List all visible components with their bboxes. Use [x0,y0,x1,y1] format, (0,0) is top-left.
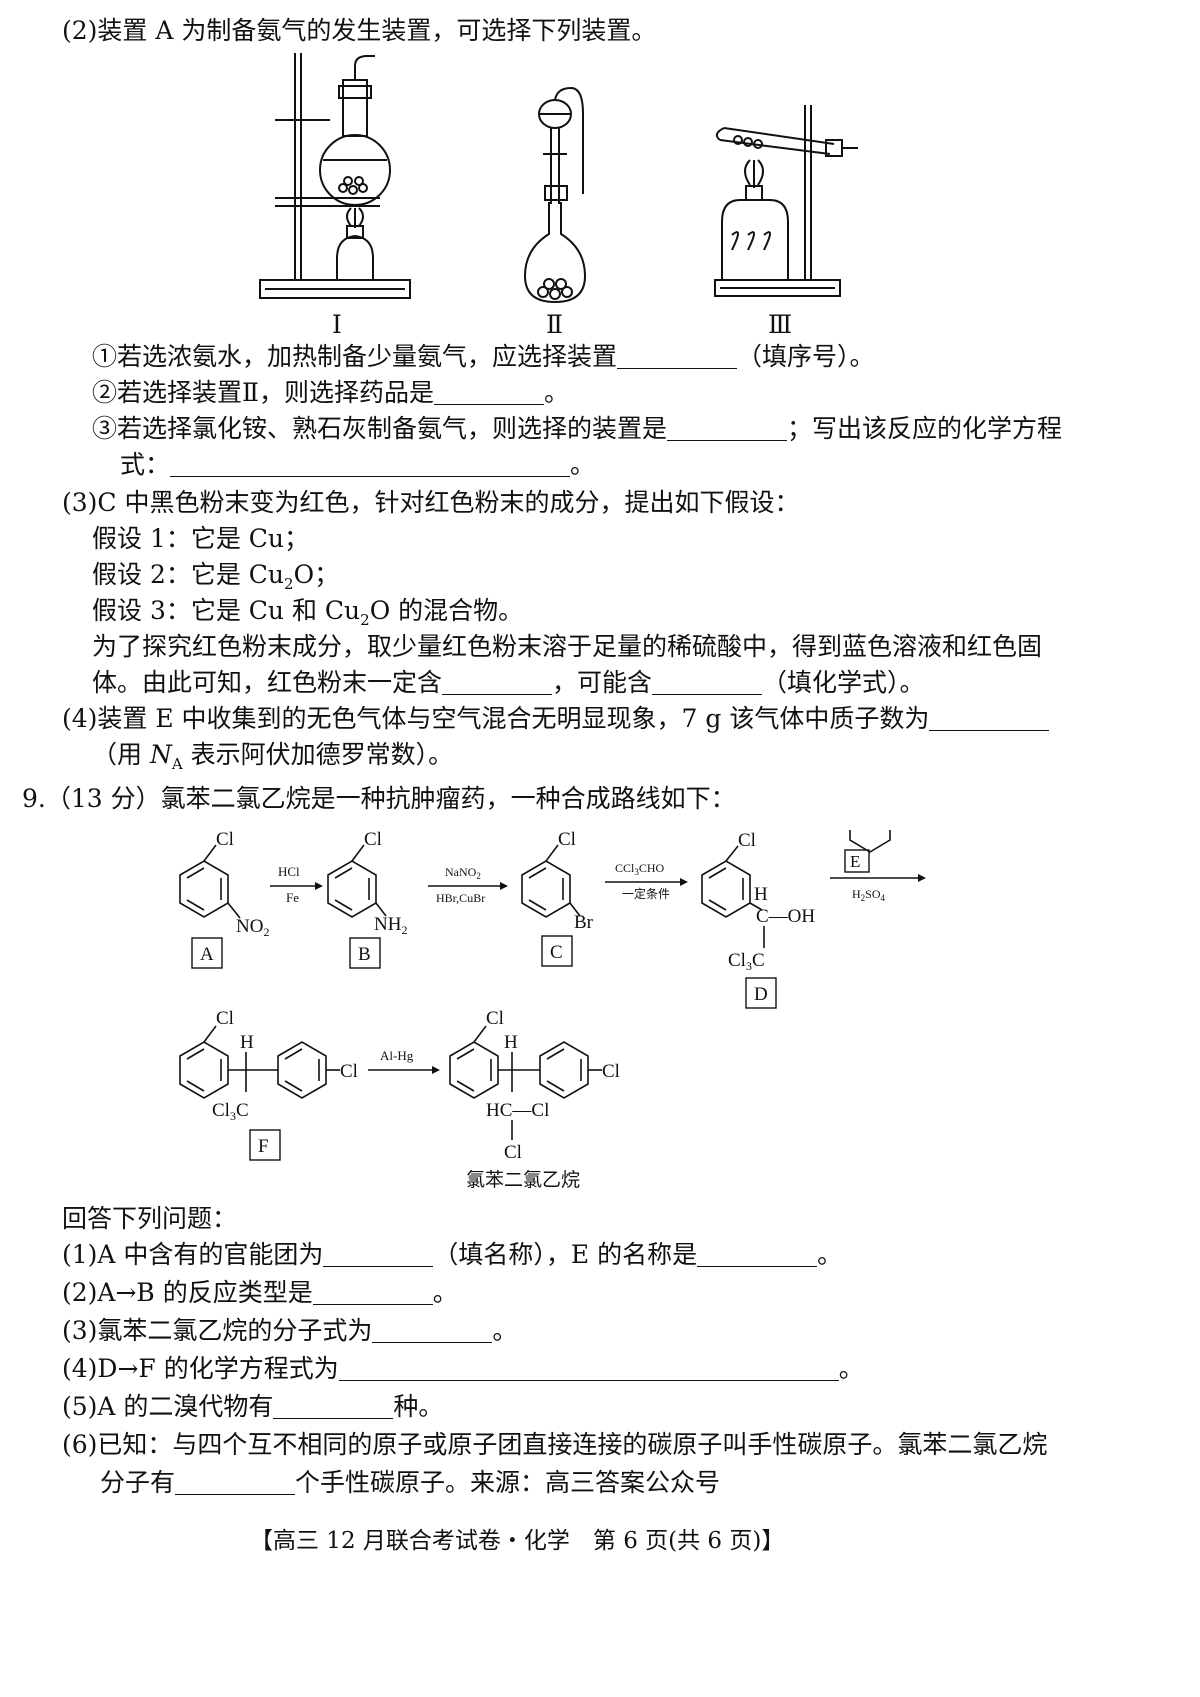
svg-text:E: E [850,852,860,871]
svg-text:HBr,CuBr: HBr,CuBr [436,891,485,905]
q3-intro: (3)C 中黑色粉末变为红色，针对红色粉末的成分，提出如下假设： [62,488,800,517]
apparatus-label-1: Ⅰ [332,310,342,339]
q3-paragraph-2: 体。由此可知，红色粉末一定含，可能含（填化学式）。 [92,668,925,697]
svg-text:Br: Br [574,912,594,933]
svg-text:HC—Cl: HC—Cl [486,1100,549,1121]
svg-text:H: H [754,884,768,905]
svg-text:C: C [550,942,563,963]
svg-text:NaNO2: NaNO2 [445,865,481,881]
svg-text:Cl: Cl [504,1142,522,1163]
synthesis-route-diagram: Cl NO2 A HCl Fe Cl NH2 B NaNO2 HBr,CuBr … [179,830,926,1191]
q2-item-3-equation: 式：。 [120,450,596,479]
apparatus-3-illustration [714,105,858,297]
q3-hypothesis-2: 假设 2：它是 Cu2O； [92,560,340,593]
answer-blank[interactable] [667,414,788,441]
svg-text:Cl: Cl [216,830,234,850]
answer-1: (1)A 中含有的官能团为（填名称），E 的名称是。 [62,1240,843,1269]
svg-text:Al-Hg: Al-Hg [380,1048,414,1063]
svg-text:一定条件: 一定条件 [622,886,670,901]
answer-blank[interactable] [434,378,544,405]
svg-text:Cl: Cl [558,830,576,850]
svg-text:Cl: Cl [602,1061,620,1082]
page-footer: 【高三 12 月联合考试卷・化学 第 6 页(共 6 页)】 [250,1528,785,1554]
svg-text:H: H [504,1032,518,1053]
answer-6: (6)已知：与四个互不相同的原子或原子团直接连接的碳原子叫手性碳原子。氯苯二氯乙… [62,1430,1048,1459]
q4-line-1: (4)装置 E 中收集到的无色气体与空气混合无明显现象，7 g 该气体中质子数为 [62,702,1050,736]
answers-title: 回答下列问题： [62,1204,238,1233]
svg-text:HCl: HCl [278,864,300,879]
q3-hypothesis-1: 假设 1：它是 Cu； [92,524,310,553]
svg-text:NH2: NH2 [374,914,407,937]
svg-text:Cl: Cl [486,1008,504,1029]
answer-blank[interactable] [929,704,1050,731]
svg-text:H: H [240,1032,254,1053]
svg-text:Cl: Cl [738,830,756,851]
answer-blank[interactable] [617,342,738,369]
answer-blank[interactable] [323,1240,434,1267]
answer-blank[interactable] [442,668,553,695]
svg-text:NO2: NO2 [236,916,269,939]
apparatus-1-illustration [259,53,411,299]
q2-item-1: ①若选浓氨水，加热制备少量氨气，应选择装置（填序号）。 [92,342,875,371]
q4-line-2: （用 NA 表示阿伏加德罗常数）。 [92,740,454,773]
q9-header: 9.（13 分）氯苯二氯乙烷是一种抗肿瘤药，一种合成路线如下： [22,784,736,813]
svg-text:Cl: Cl [216,1008,234,1029]
answer-blank[interactable] [273,1392,394,1419]
apparatus-label-3: Ⅲ [768,310,793,339]
svg-text:A: A [200,944,214,965]
svg-text:H2SO4: H2SO4 [852,887,886,903]
svg-text:F: F [258,1136,269,1157]
answer-3: (3)氯苯二氯乙烷的分子式为。 [62,1316,518,1345]
svg-text:Cl3C: Cl3C [212,1100,249,1123]
q3-hypothesis-3: 假设 3：它是 Cu 和 Cu2O 的混合物。 [92,596,524,629]
q2-item-3: ③若选择氯化铵、熟石灰制备氨气，则选择的装置是；写出该反应的化学方程 [92,414,1063,443]
answer-blank[interactable] [312,1278,433,1305]
svg-text:Cl3C: Cl3C [728,950,765,973]
svg-text:Fe: Fe [286,890,299,905]
svg-text:D: D [754,984,768,1005]
q3-paragraph-1: 为了探究红色粉末成分，取少量红色粉末溶于足量的稀硫酸中，得到蓝色溶液和红色固 [92,632,1043,661]
answer-blank[interactable] [652,668,763,695]
answer-blank[interactable] [697,1240,818,1267]
answer-blank[interactable] [338,1354,839,1381]
svg-text:Cl: Cl [340,1061,358,1082]
answer-2: (2)A→B 的反应类型是。 [62,1278,458,1307]
svg-text:C—OH: C—OH [756,906,815,927]
answer-blank[interactable] [372,1316,493,1343]
q2-item-2: ②若选择装置Ⅱ，则选择药品是。 [92,378,570,407]
apparatus-label-2: Ⅱ [546,310,563,339]
answer-blank[interactable] [170,450,571,477]
svg-text:CCl3CHO: CCl3CHO [615,861,665,877]
answer-4: (4)D→F 的化学方程式为。 [62,1354,864,1383]
answer-5: (5)A 的二溴代物有种。 [62,1392,444,1421]
svg-text:氯苯二氯乙烷: 氯苯二氯乙烷 [466,1169,580,1191]
svg-text:Cl: Cl [364,830,382,850]
answer-6-cont: 分子有个手性碳原子。来源：高三答案公众号 [100,1468,721,1497]
apparatus-2-illustration [523,86,587,304]
q2-intro: (2)装置 A 为制备氨气的发生装置，可选择下列装置。 [62,16,657,45]
svg-text:B: B [358,944,371,965]
answer-blank[interactable] [175,1468,296,1495]
